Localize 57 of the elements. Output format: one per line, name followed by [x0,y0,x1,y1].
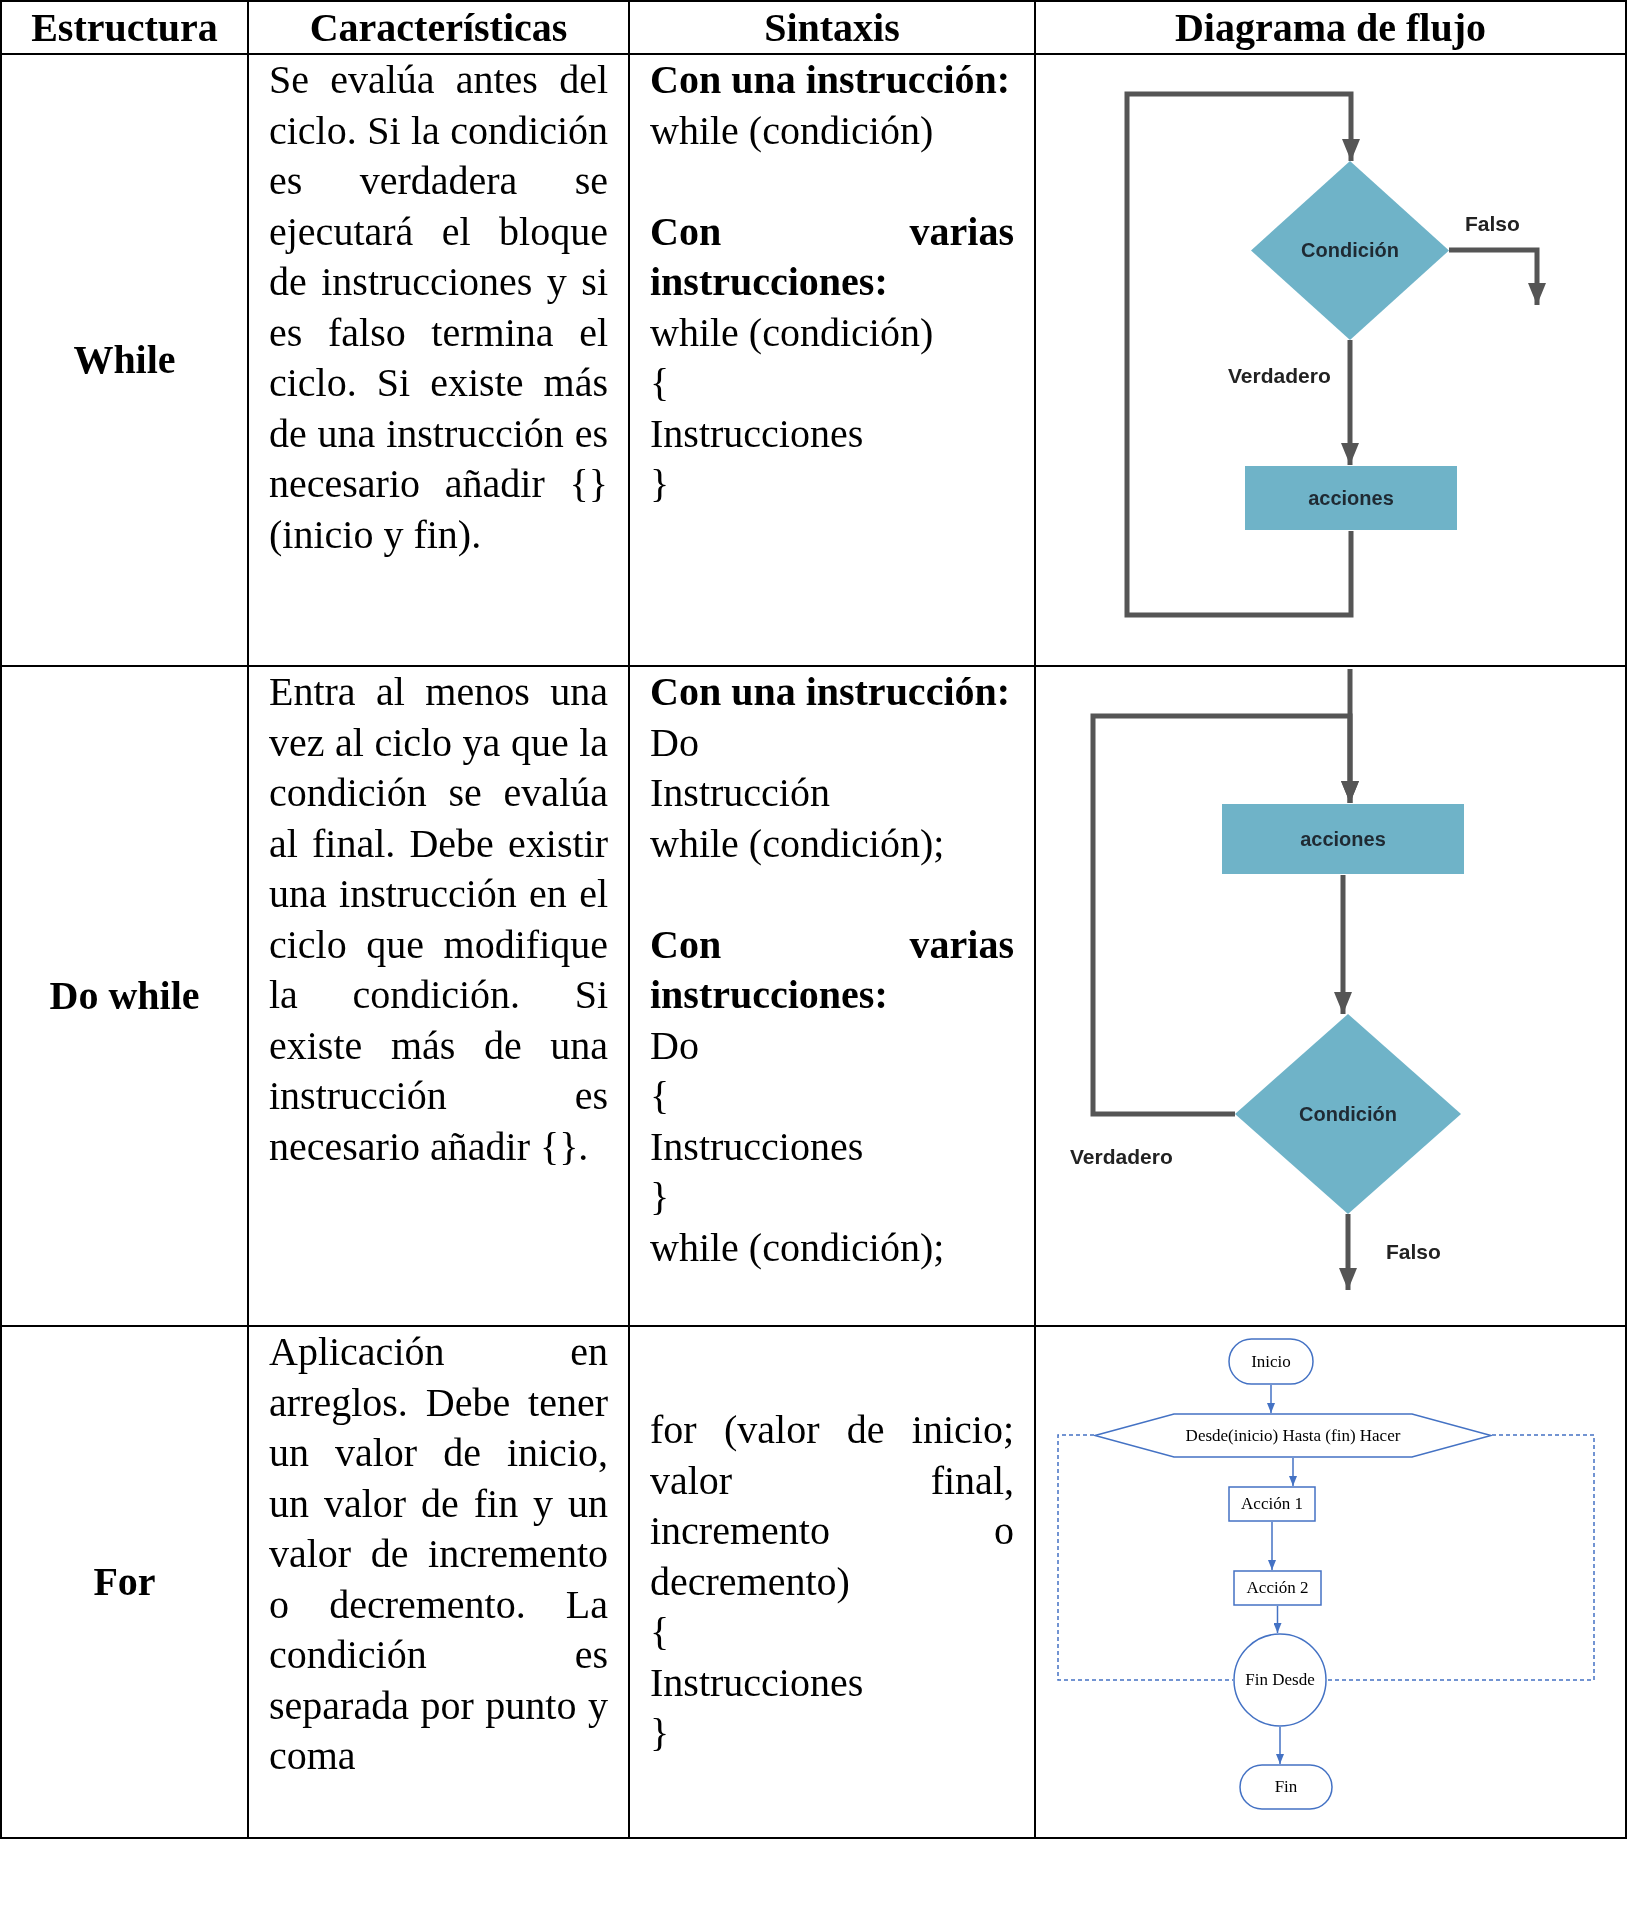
arrow [1449,247,1546,305]
code-line: while (condición) [650,106,935,155]
code-line: Do [650,1021,700,1070]
arrow [1341,340,1359,465]
arrow [1268,1521,1276,1571]
code-line: while (condición); [650,819,946,868]
row-header: While [73,335,176,384]
arrow [1124,91,1360,618]
code-line: Instrucciones [650,1122,865,1171]
decision-diamond: Condición [1235,1014,1461,1214]
connector-circle: Fin Desde [1233,1633,1327,1727]
process-box: acciones [1244,465,1458,531]
column-header: Diagrama de flujo [1174,3,1487,52]
row-header: For [93,1557,156,1606]
edge-label: Verdadero [1070,1145,1173,1169]
terminal-shape: Inicio [1228,1338,1314,1385]
column-header: Estructura [31,3,218,52]
code-line: { [650,1072,671,1120]
code-line: } [650,1173,671,1221]
arrow [1273,1605,1282,1634]
code-line: { [650,1608,671,1657]
edge-label: Falso [1465,212,1520,236]
code-line: for (valor de inicio; valor final, incremento o decremento) [650,1406,1014,1606]
row-header: Do while [49,971,200,1020]
edge-label: Verdadero [1228,364,1331,388]
code-line: Do [650,718,700,767]
code-line: Instrucciones [650,1658,865,1707]
decision-diamond: Condición [1251,161,1449,340]
terminal-shape: Fin [1239,1764,1333,1810]
code-line: } [650,460,671,508]
dashed-line [1326,1434,1595,1681]
process-box: Acción 2 [1233,1570,1322,1606]
process-box: Acción 1 [1228,1486,1316,1522]
arrow [1090,713,1359,1117]
description-text: Se evalúa antes del ciclo. Si la condición es verdadera se ejecutará el bloque de instrucciones y si es falso termina el ciclo. Si existe más de una instrucción es necesario añadir {} (inicio y fin). [269,56,608,559]
syntax-heading: Con una instrucción: [650,668,1012,716]
column-header: Sintaxis [764,3,900,52]
syntax-heading: Con varias instrucciones: [650,207,1014,306]
code-line: while (condición); [650,1223,946,1272]
arrow [1289,1457,1297,1487]
loop-hexagon: Desde(inicio) Hasta (fin) Hacer [1094,1413,1492,1458]
code-line: } [650,1709,671,1758]
description-text: Aplicación en arreglos. Debe tener un valor de inicio, un valor de fin y un valor de incremento o decremento. La condición es separada por punto y coma [269,1328,608,1780]
process-box: acciones [1221,803,1465,875]
code-line: Instrucciones [650,409,865,458]
code-line: Instrucción [650,769,831,817]
arrow [1276,1726,1284,1765]
column-header: Características [309,3,568,52]
code-line: while (condición) [650,308,935,357]
edge-label: Falso [1386,1240,1441,1264]
code-line: { [650,359,671,407]
arrow [1334,875,1352,1014]
arrow [1267,1384,1275,1414]
description-text: Entra al menos una vez al ciclo ya que la condición se evalúa al final. Debe existir una instrucción en el ciclo que modifique la condición. Si existe más de una instrucción es necesario añadir {}. [269,668,608,1171]
syntax-heading: Con varias instrucciones: [650,920,1014,1019]
arrow [1339,1214,1357,1290]
syntax-heading: Con una instrucción: [650,56,1012,104]
